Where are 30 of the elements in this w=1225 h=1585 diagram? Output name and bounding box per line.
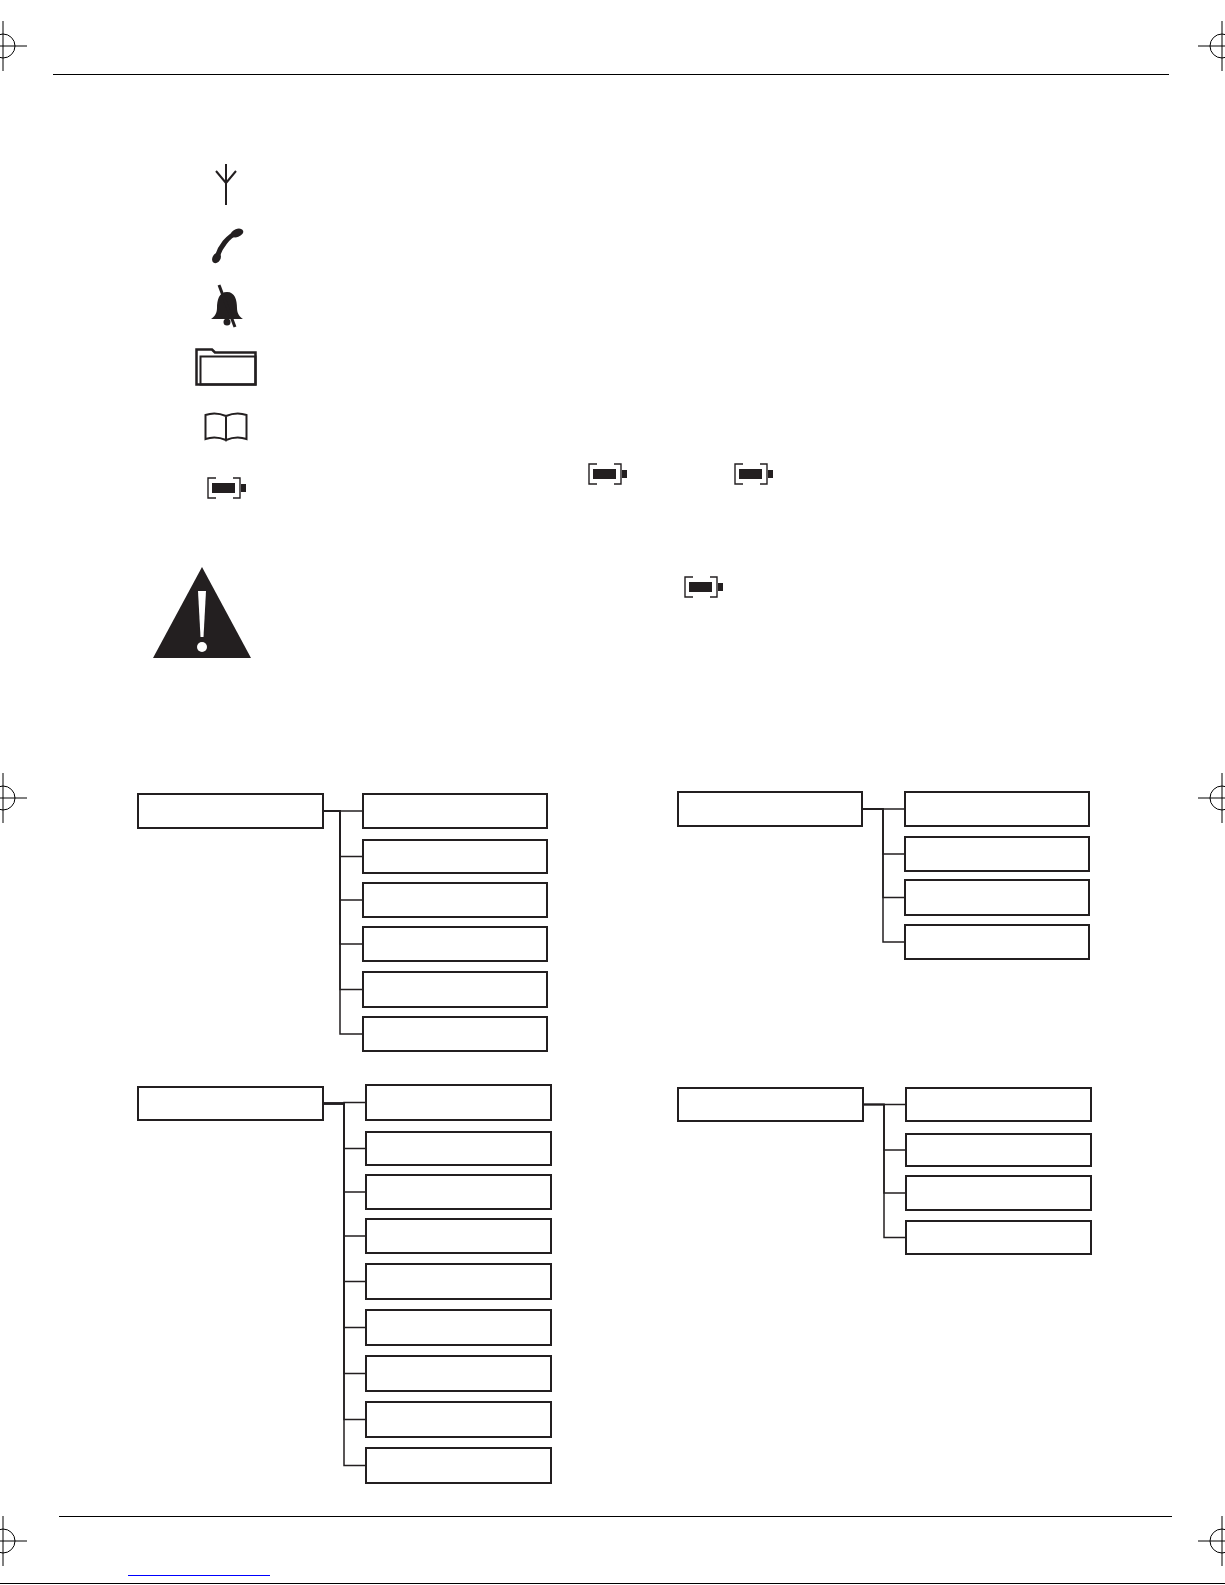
menu-box — [362, 926, 548, 962]
menu-box — [137, 793, 324, 829]
menu-box — [365, 1447, 552, 1484]
menu-box — [365, 1218, 552, 1254]
menu-box — [905, 1175, 1092, 1211]
connector-line — [863, 1103, 906, 1239]
menu-box — [365, 1401, 552, 1438]
menu-box — [362, 971, 548, 1008]
menu-box — [365, 1131, 552, 1166]
menu-box — [904, 879, 1090, 916]
menu-box — [904, 836, 1090, 872]
menu-box — [365, 1084, 552, 1121]
menu-box — [904, 791, 1090, 827]
menu-box — [362, 839, 548, 874]
menu-box — [362, 882, 548, 918]
connector-line — [862, 808, 905, 943]
menu-box — [905, 1087, 1092, 1122]
menu-box — [677, 1087, 864, 1122]
menu-box — [677, 791, 863, 827]
menu-box — [365, 1263, 552, 1300]
menu-box — [365, 1309, 552, 1346]
menu-box — [362, 1016, 548, 1052]
connector-line — [323, 810, 363, 1035]
menu-box — [904, 924, 1090, 960]
menu-box — [137, 1086, 324, 1121]
menu-box — [905, 1220, 1092, 1255]
menu-box — [362, 793, 548, 829]
menu-box — [365, 1174, 552, 1210]
menu-box — [905, 1133, 1092, 1167]
menu-box — [365, 1355, 552, 1392]
